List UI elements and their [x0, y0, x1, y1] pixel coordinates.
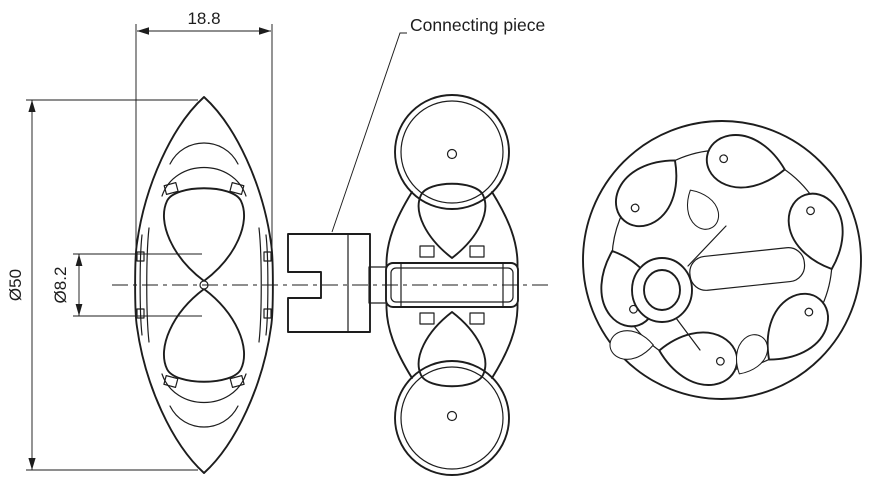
- bottom-roller-inner-circle: [400, 366, 504, 470]
- iso-roller: [779, 185, 858, 279]
- dimension-width: 18.8: [135, 9, 273, 248]
- roller-tab: [469, 312, 485, 325]
- roller-tab: [163, 181, 179, 195]
- arrowhead-down: [28, 458, 36, 470]
- bottom-roller-arc: [169, 405, 239, 428]
- dimension-outer-diameter: Ø50: [6, 99, 198, 471]
- arrowhead-right: [259, 27, 271, 35]
- top-roller-arc: [169, 142, 239, 165]
- connecting-piece: [287, 233, 388, 333]
- hub-bore: [643, 269, 681, 311]
- front-lower-teardrop: [417, 311, 487, 388]
- roller-pivot-dot: [804, 307, 814, 317]
- roller-pivot-dot: [446, 410, 458, 422]
- upper-roller-teardrop: [163, 187, 245, 282]
- side-rim-line: [139, 234, 143, 336]
- axle-slot: [689, 247, 806, 291]
- side-view-outline: [134, 96, 274, 474]
- side-rim-line: [258, 227, 262, 343]
- roller-pivot-dot: [446, 148, 458, 160]
- dimension-outer-diameter-label: Ø50: [6, 269, 25, 301]
- roller-tab: [229, 374, 245, 388]
- lower-roller-teardrop: [163, 288, 245, 383]
- dimension-bore-diameter-label: Ø8.2: [51, 267, 70, 304]
- top-roller-inner-circle: [400, 100, 504, 204]
- roller-tab: [419, 245, 435, 258]
- connecting-piece-outline: [287, 233, 371, 333]
- roller-pivot-dot: [719, 154, 729, 164]
- roller-tab: [136, 251, 145, 262]
- isometric-view: [582, 120, 862, 400]
- arrowhead-up: [28, 100, 36, 112]
- iso-roller: [748, 281, 841, 378]
- iso-roller: [653, 323, 743, 391]
- roller-pivot-dot: [715, 356, 725, 366]
- hub-boss: [631, 257, 693, 323]
- roller-tab: [229, 181, 245, 195]
- roller-tab: [136, 308, 145, 319]
- roller-tab: [263, 308, 272, 319]
- iso-roller: [603, 142, 696, 239]
- roller-pivot-dot: [806, 206, 815, 216]
- roller-pivot-dot: [630, 203, 640, 213]
- connecting-piece-annotation: Connecting piece: [331, 15, 545, 233]
- dimension-bore-diameter: Ø8.2: [51, 253, 202, 317]
- roller-tab: [469, 245, 485, 258]
- spoke-line: [687, 225, 727, 267]
- spoke-line: [675, 317, 701, 351]
- connecting-piece-label: Connecting piece: [410, 15, 545, 35]
- roller-tab: [419, 312, 435, 325]
- front-upper-teardrop: [417, 182, 487, 259]
- arrowhead-left: [137, 27, 149, 35]
- arrowhead-down: [75, 304, 83, 316]
- arrowhead-up: [75, 254, 83, 266]
- bottom-roller-circle: [394, 360, 510, 476]
- roller-tab: [263, 251, 272, 262]
- iso-roller: [701, 129, 791, 197]
- dimension-width-label: 18.8: [187, 9, 220, 28]
- roller-tab: [163, 374, 179, 388]
- top-roller-circle: [394, 94, 510, 210]
- leader-line: [331, 32, 407, 233]
